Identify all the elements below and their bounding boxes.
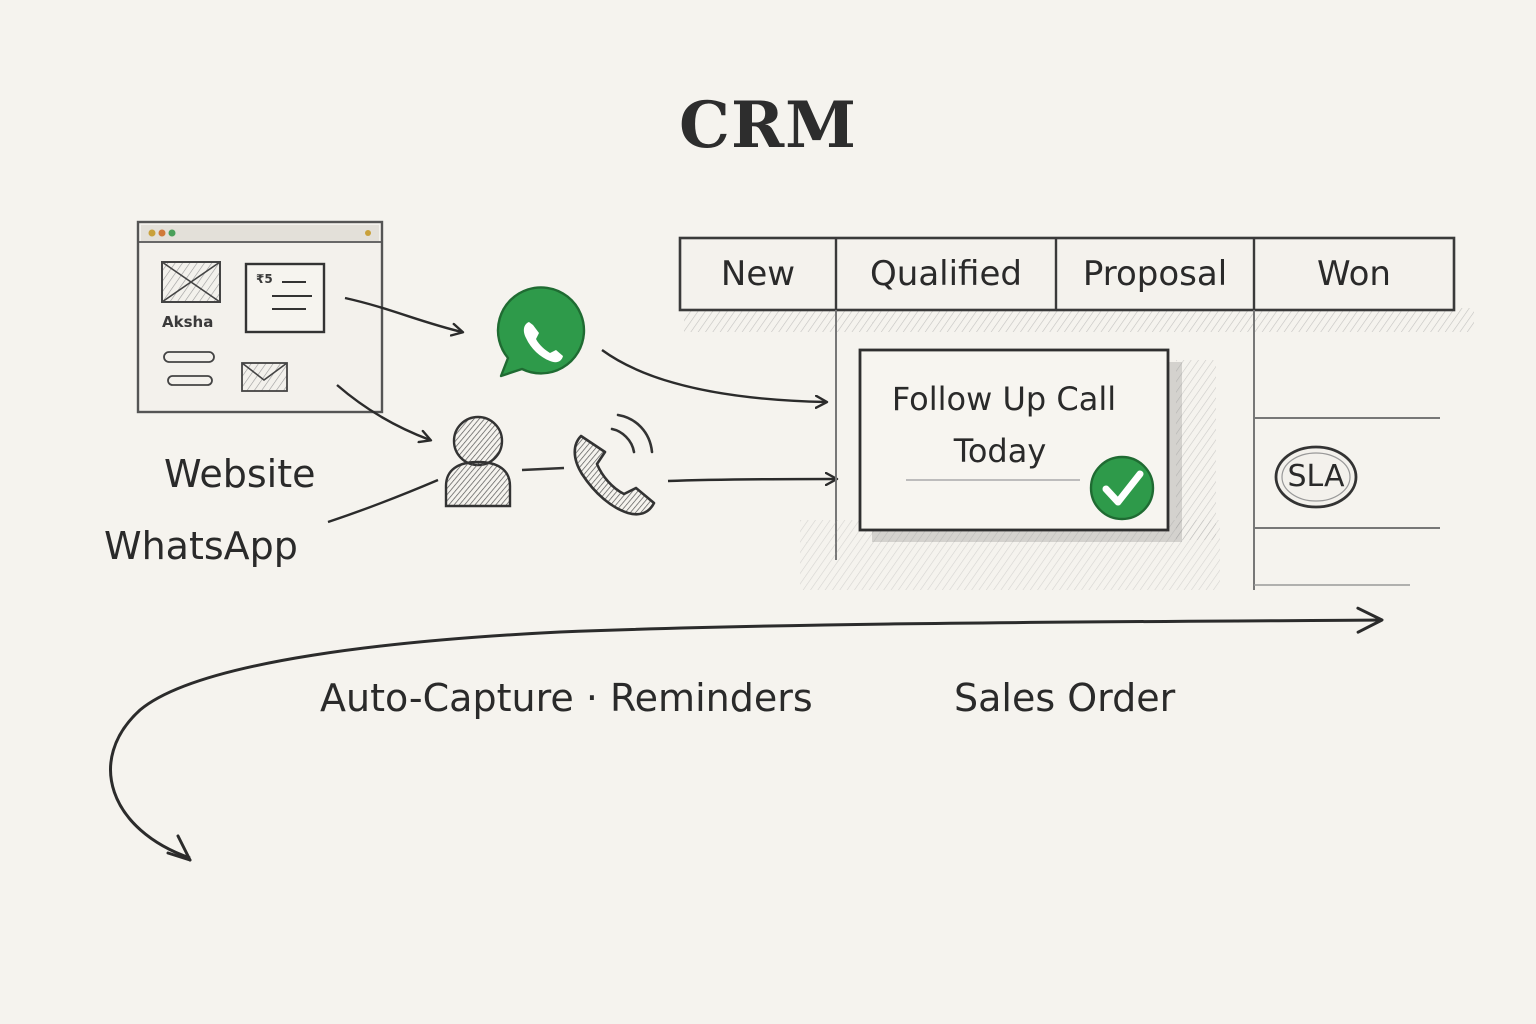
arrow-whatsapp-to-card <box>601 349 826 402</box>
browser-window-icon <box>136 220 384 414</box>
task-card-due: Today <box>953 432 1047 470</box>
person-icon <box>444 415 565 508</box>
check-circle-icon <box>1089 455 1155 521</box>
stage-new: New <box>720 254 796 294</box>
arrow-website-to-whatsapp <box>344 296 462 332</box>
arrow-website-to-contact <box>336 384 430 440</box>
whatsapp-label: WhatsApp <box>104 524 298 568</box>
form-name-label: Aksha <box>162 313 214 331</box>
phone-icon <box>573 413 656 516</box>
website-label: Website <box>164 452 316 496</box>
sla-badge-circle <box>1274 445 1358 509</box>
task-card-title: Follow Up Call <box>891 380 1117 418</box>
outcome-caption: Sales Order <box>954 676 1176 720</box>
arrow-call-to-card <box>667 479 836 481</box>
sla-badge: SLA <box>1287 459 1345 494</box>
line-whatsapp-to-contact <box>327 478 439 524</box>
arrow-flow-to-sales-order <box>109 606 1384 860</box>
whatsapp-icon <box>496 286 586 378</box>
stage-won: Won <box>1317 254 1391 294</box>
stage-proposal: Proposal <box>1082 254 1228 294</box>
pipeline-board <box>678 236 1474 590</box>
stage-qualified: Qualified <box>870 254 1022 294</box>
form-box-text: ₹5 <box>256 272 273 286</box>
page-title: CRM <box>679 88 857 163</box>
features-caption: Auto-Capture · Reminders <box>320 676 813 720</box>
